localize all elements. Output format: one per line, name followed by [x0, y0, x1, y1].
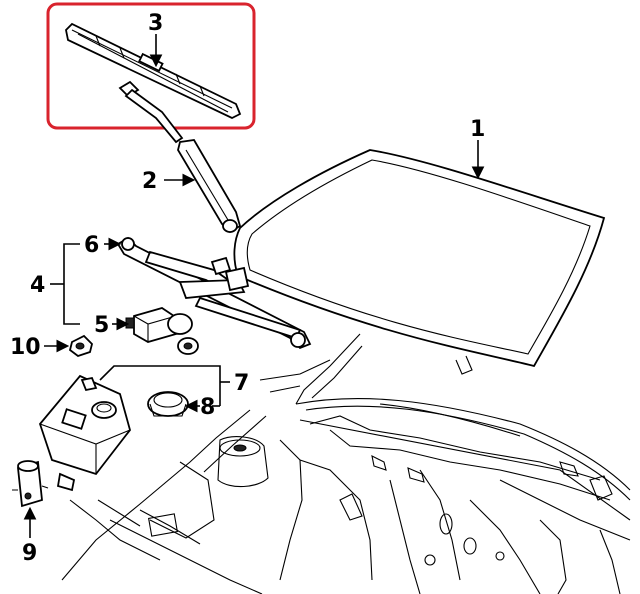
- vehicle-body-illustration: [61, 333, 631, 594]
- callout-7: 7: [234, 371, 249, 396]
- grommet-part[interactable]: [68, 334, 93, 358]
- highlight-box: [46, 2, 256, 130]
- washer-cap-part[interactable]: [147, 391, 189, 417]
- callout-6: 6: [84, 233, 99, 258]
- leader-lines: [23, 34, 485, 538]
- windshield-part[interactable]: [233, 149, 606, 375]
- callout-8: 8: [200, 395, 215, 420]
- callout-2: 2: [142, 169, 157, 194]
- callout-5: 5: [94, 313, 109, 338]
- callout-10: 10: [10, 335, 41, 360]
- callout-9: 9: [22, 541, 37, 566]
- wiper-motor-part[interactable]: [125, 307, 199, 355]
- washer-pump-part[interactable]: [12, 460, 49, 508]
- wiper-arm-part[interactable]: [118, 80, 242, 234]
- wiper-blade-part[interactable]: [65, 22, 242, 120]
- wiper-linkage-part[interactable]: [116, 236, 312, 350]
- callout-4: 4: [30, 273, 45, 298]
- callout-1: 1: [470, 117, 485, 142]
- callout-3: 3: [148, 11, 163, 36]
- washer-reservoir-part[interactable]: [38, 374, 131, 492]
